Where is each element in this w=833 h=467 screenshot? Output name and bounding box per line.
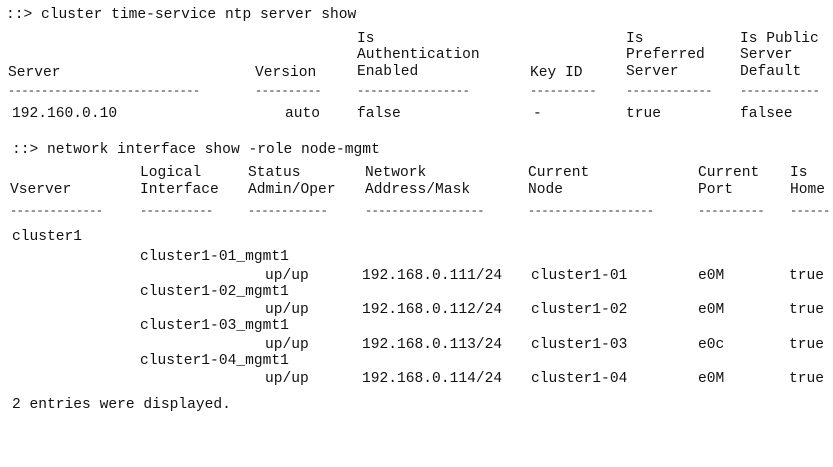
header-port-line1: Current xyxy=(698,165,760,181)
table-row: 192.160.0.10 auto false - true falsee xyxy=(0,106,833,122)
row3-status: up/up xyxy=(265,337,309,353)
header-vserver: Vserver xyxy=(10,182,72,198)
separator-version: ---------- xyxy=(255,84,322,98)
header-addr-line2: Address/Mask xyxy=(365,182,471,198)
table-row: up/up 192.168.0.113/24 cluster1-03 e0c t… xyxy=(0,337,833,353)
header-preferred-line1: Is xyxy=(626,31,644,47)
table-row: up/up 192.168.0.111/24 cluster1-01 e0M t… xyxy=(0,268,833,284)
header-node-line1: Current xyxy=(528,165,590,181)
separator-home: ------ xyxy=(790,204,830,218)
row1-port: e0M xyxy=(698,268,725,284)
row1-node: cluster1-01 xyxy=(531,268,628,284)
row3-home: true xyxy=(789,337,825,353)
row3-port: e0c xyxy=(698,337,725,353)
row2-node: cluster1-02 xyxy=(531,302,628,318)
header-auth-line3: Enabled xyxy=(357,64,419,80)
header-lif-line1: Logical xyxy=(140,165,202,181)
cell-public: falsee xyxy=(740,106,793,122)
separator-node: ------------------- xyxy=(528,204,654,218)
header-addr-line1: Network xyxy=(365,165,427,181)
command-ntp-show: ::> cluster time-service ntp server show xyxy=(6,7,357,23)
cell-version: auto xyxy=(285,106,321,122)
header-version: Version xyxy=(255,65,317,81)
header-public-line3: Default xyxy=(740,64,802,80)
row2-status: up/up xyxy=(265,302,309,318)
separator-status: ------------ xyxy=(248,204,328,218)
separator-public: ------------ xyxy=(740,84,820,98)
row2-home: true xyxy=(789,302,825,318)
row2-addr: 192.168.0.112/24 xyxy=(362,302,503,318)
header-node-line2: Node xyxy=(528,182,564,198)
separator-port: ---------- xyxy=(698,204,765,218)
header-key-id: Key ID xyxy=(530,65,583,81)
separator-server: ----------------------------- xyxy=(8,84,200,98)
header-server: Server xyxy=(8,65,61,81)
cell-server: 192.160.0.10 xyxy=(12,106,118,122)
header-preferred-line2: Preferred xyxy=(626,47,705,63)
row1-lif: cluster1-01_mgmt1 xyxy=(140,249,289,265)
separator-auth: ----------------- xyxy=(357,84,470,98)
row4-addr: 192.168.0.114/24 xyxy=(362,371,503,387)
header-home-line2: Home xyxy=(790,182,826,198)
row2-port: e0M xyxy=(698,302,725,318)
command-interface-show: ::> network interface show -role node-mg… xyxy=(12,142,380,158)
header-home-line1: Is xyxy=(790,165,808,181)
separator-lif: ----------- xyxy=(140,204,213,218)
row2-lif: cluster1-02_mgmt1 xyxy=(140,284,289,300)
header-status-line1: Status xyxy=(248,165,301,181)
row3-node: cluster1-03 xyxy=(531,337,628,353)
row4-home: true xyxy=(789,371,825,387)
row3-addr: 192.168.0.113/24 xyxy=(362,337,503,353)
row1-status: up/up xyxy=(265,268,309,284)
row1-addr: 192.168.0.111/24 xyxy=(362,268,503,284)
row4-lif: cluster1-04_mgmt1 xyxy=(140,353,289,369)
table-row: up/up 192.168.0.112/24 cluster1-02 e0M t… xyxy=(0,302,833,318)
header-status-line2: Admin/Oper xyxy=(248,182,336,198)
separator-vserver: -------------- xyxy=(10,204,103,218)
separator-preferred: ------------- xyxy=(626,84,712,98)
header-auth-line1: Is xyxy=(357,31,375,47)
header-preferred-line3: Server xyxy=(626,64,679,80)
footer-entries-count: 2 entries were displayed. xyxy=(12,397,231,413)
table-row: up/up 192.168.0.114/24 cluster1-04 e0M t… xyxy=(0,371,833,387)
row4-status: up/up xyxy=(265,371,309,387)
row3-lif: cluster1-03_mgmt1 xyxy=(140,318,289,334)
header-lif-line2: Interface xyxy=(140,182,219,198)
cell-key-id: - xyxy=(533,106,542,122)
row1-home: true xyxy=(789,268,825,284)
row4-node: cluster1-04 xyxy=(531,371,628,387)
header-public-line2: Server xyxy=(740,47,793,63)
row4-port: e0M xyxy=(698,371,725,387)
cell-auth: false xyxy=(357,106,401,122)
header-port-line2: Port xyxy=(698,182,734,198)
separator-key-id: ---------- xyxy=(530,84,597,98)
cell-preferred: true xyxy=(626,106,662,122)
header-auth-line2: Authentication xyxy=(357,47,480,63)
vserver-name: cluster1 xyxy=(12,229,83,245)
separator-addr: ------------------ xyxy=(365,204,484,218)
header-public-line1: Is Public xyxy=(740,31,819,47)
